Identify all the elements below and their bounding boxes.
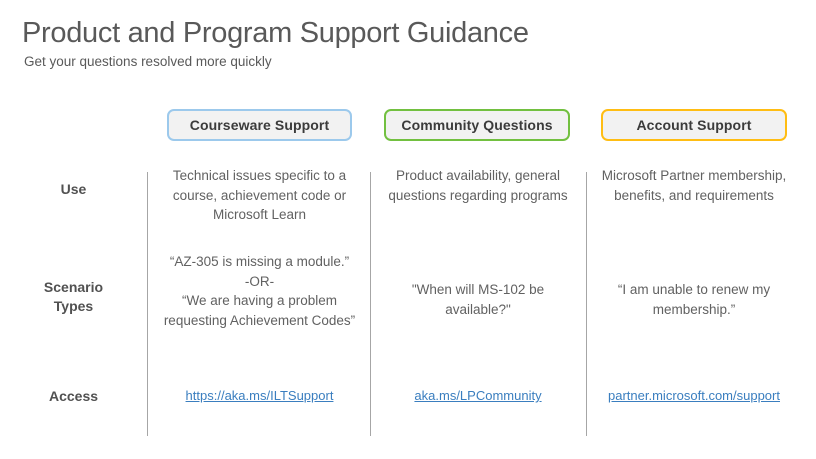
- column-divider-3: [586, 172, 587, 436]
- link-lp-community[interactable]: aka.ms/LPCommunity: [414, 388, 542, 403]
- cell-scenario-courseware-support: “AZ-305 is missing a module.” -OR- “We a…: [163, 254, 356, 328]
- cell-scenario-community-questions: "When will MS-102 be available?": [411, 282, 545, 317]
- cell-access-courseware-support: https://aka.ms/ILTSupport: [157, 386, 362, 406]
- column-header-label: Account Support: [636, 117, 752, 133]
- row-label-scenario-types: Scenario Types: [0, 278, 147, 316]
- row-label-access: Access: [48, 388, 99, 404]
- link-ilt-support[interactable]: https://aka.ms/ILTSupport: [185, 388, 334, 403]
- column-header-label: Courseware Support: [189, 117, 330, 133]
- row-label-scenario-line-1: Scenario: [43, 279, 104, 295]
- column-divider-1: [147, 172, 148, 436]
- page-header: Product and Program Support Guidance Get…: [22, 16, 792, 71]
- column-header-account-support[interactable]: Account Support: [601, 109, 787, 141]
- link-partner-support[interactable]: partner.microsoft.com/support: [608, 388, 780, 403]
- column-divider-2: [370, 172, 371, 436]
- column-header-community-questions[interactable]: Community Questions: [384, 109, 570, 141]
- cell-use-account-support: Microsoft Partner membership, benefits, …: [601, 168, 787, 203]
- cell-access-account-support: partner.microsoft.com/support: [594, 386, 794, 406]
- cell-use-courseware-support: Technical issues specific to a course, a…: [172, 168, 347, 222]
- page-subtitle: Get your questions resolved more quickly: [24, 54, 272, 69]
- cell-access-community-questions: aka.ms/LPCommunity: [378, 386, 578, 406]
- page-title: Product and Program Support Guidance: [22, 17, 529, 49]
- column-header-courseware-support[interactable]: Courseware Support: [167, 109, 352, 141]
- column-header-label: Community Questions: [401, 117, 553, 133]
- cell-use-community-questions: Product availability, general questions …: [388, 168, 568, 203]
- cell-scenario-account-support: “I am unable to renew my membership.”: [617, 282, 771, 317]
- row-label-use: Use: [60, 181, 87, 197]
- support-guidance-matrix: Courseware Support Community Questions A…: [0, 100, 816, 450]
- row-label-scenario-line-2: Types: [53, 298, 94, 314]
